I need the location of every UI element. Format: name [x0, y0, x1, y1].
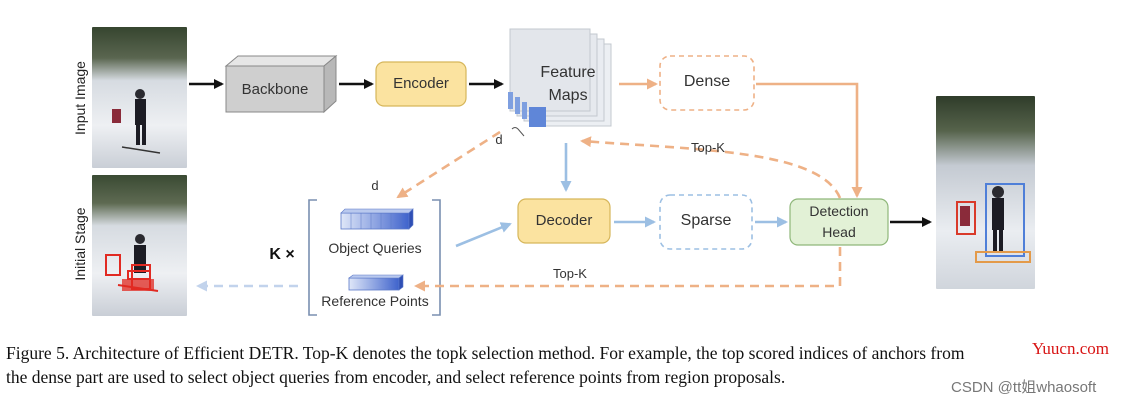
backbone-label: Backbone	[241, 81, 309, 98]
reference-points-bar	[348, 274, 404, 291]
object-queries-label: Object Queries	[328, 240, 422, 256]
caption-line-2: the dense part are used to select object…	[6, 367, 786, 387]
d-query-label: d	[371, 178, 379, 193]
initial-stage-label: Initial Stage	[72, 207, 88, 281]
detection-head-label-line1: Detection	[809, 203, 869, 219]
feature-maps-stack	[508, 28, 612, 137]
input-image-photo	[92, 27, 187, 168]
detection-head-label-line2: Head	[822, 224, 856, 240]
dense-label: Dense	[683, 73, 731, 90]
output-skiers	[960, 186, 1004, 252]
figure-caption: Figure 5. Architecture of Efficient DETR…	[6, 341, 1134, 389]
arrow-topk-to-reference	[414, 247, 842, 292]
dense-box	[659, 55, 755, 111]
encoder-label: Encoder	[393, 75, 449, 92]
feature-maps-label-line1: Feature	[540, 64, 596, 81]
caption-line-1: Figure 5. Architecture of Efficient DETR…	[6, 343, 965, 363]
arrow-dense-to-head	[756, 82, 863, 198]
feature-maps-label-line2: Maps	[548, 87, 588, 104]
object-queries-bar	[340, 208, 414, 230]
decoder-box	[517, 198, 611, 244]
output-image-photo	[936, 96, 1035, 289]
detection-head-box	[789, 198, 889, 246]
skier-figure	[112, 89, 161, 154]
query-bracket	[308, 199, 441, 316]
topk-lower-label: Top-K	[553, 266, 587, 281]
csdn-watermark: CSDN @tt姐whaosoft	[951, 379, 1097, 396]
encoder-box	[375, 61, 467, 107]
arrow-features-to-queries	[396, 130, 501, 199]
sparse-label: Sparse	[680, 212, 732, 229]
initial-stage-boxes	[105, 234, 159, 292]
sparse-box	[659, 194, 753, 250]
k-times-label: K ×	[269, 246, 295, 263]
d-feature-label: d	[495, 132, 503, 147]
reference-points-label: Reference Points	[321, 293, 429, 309]
decoder-label: Decoder	[535, 212, 593, 229]
arrow-queries-to-decoder	[455, 222, 512, 248]
input-image-label: Input Image	[72, 61, 88, 135]
site-watermark: Yuucn.com	[1032, 339, 1109, 358]
backbone-block	[224, 54, 338, 114]
arrow-topk-to-features	[580, 136, 842, 199]
initial-stage-photo	[92, 175, 187, 316]
topk-upper-label: Top-K	[691, 140, 725, 155]
